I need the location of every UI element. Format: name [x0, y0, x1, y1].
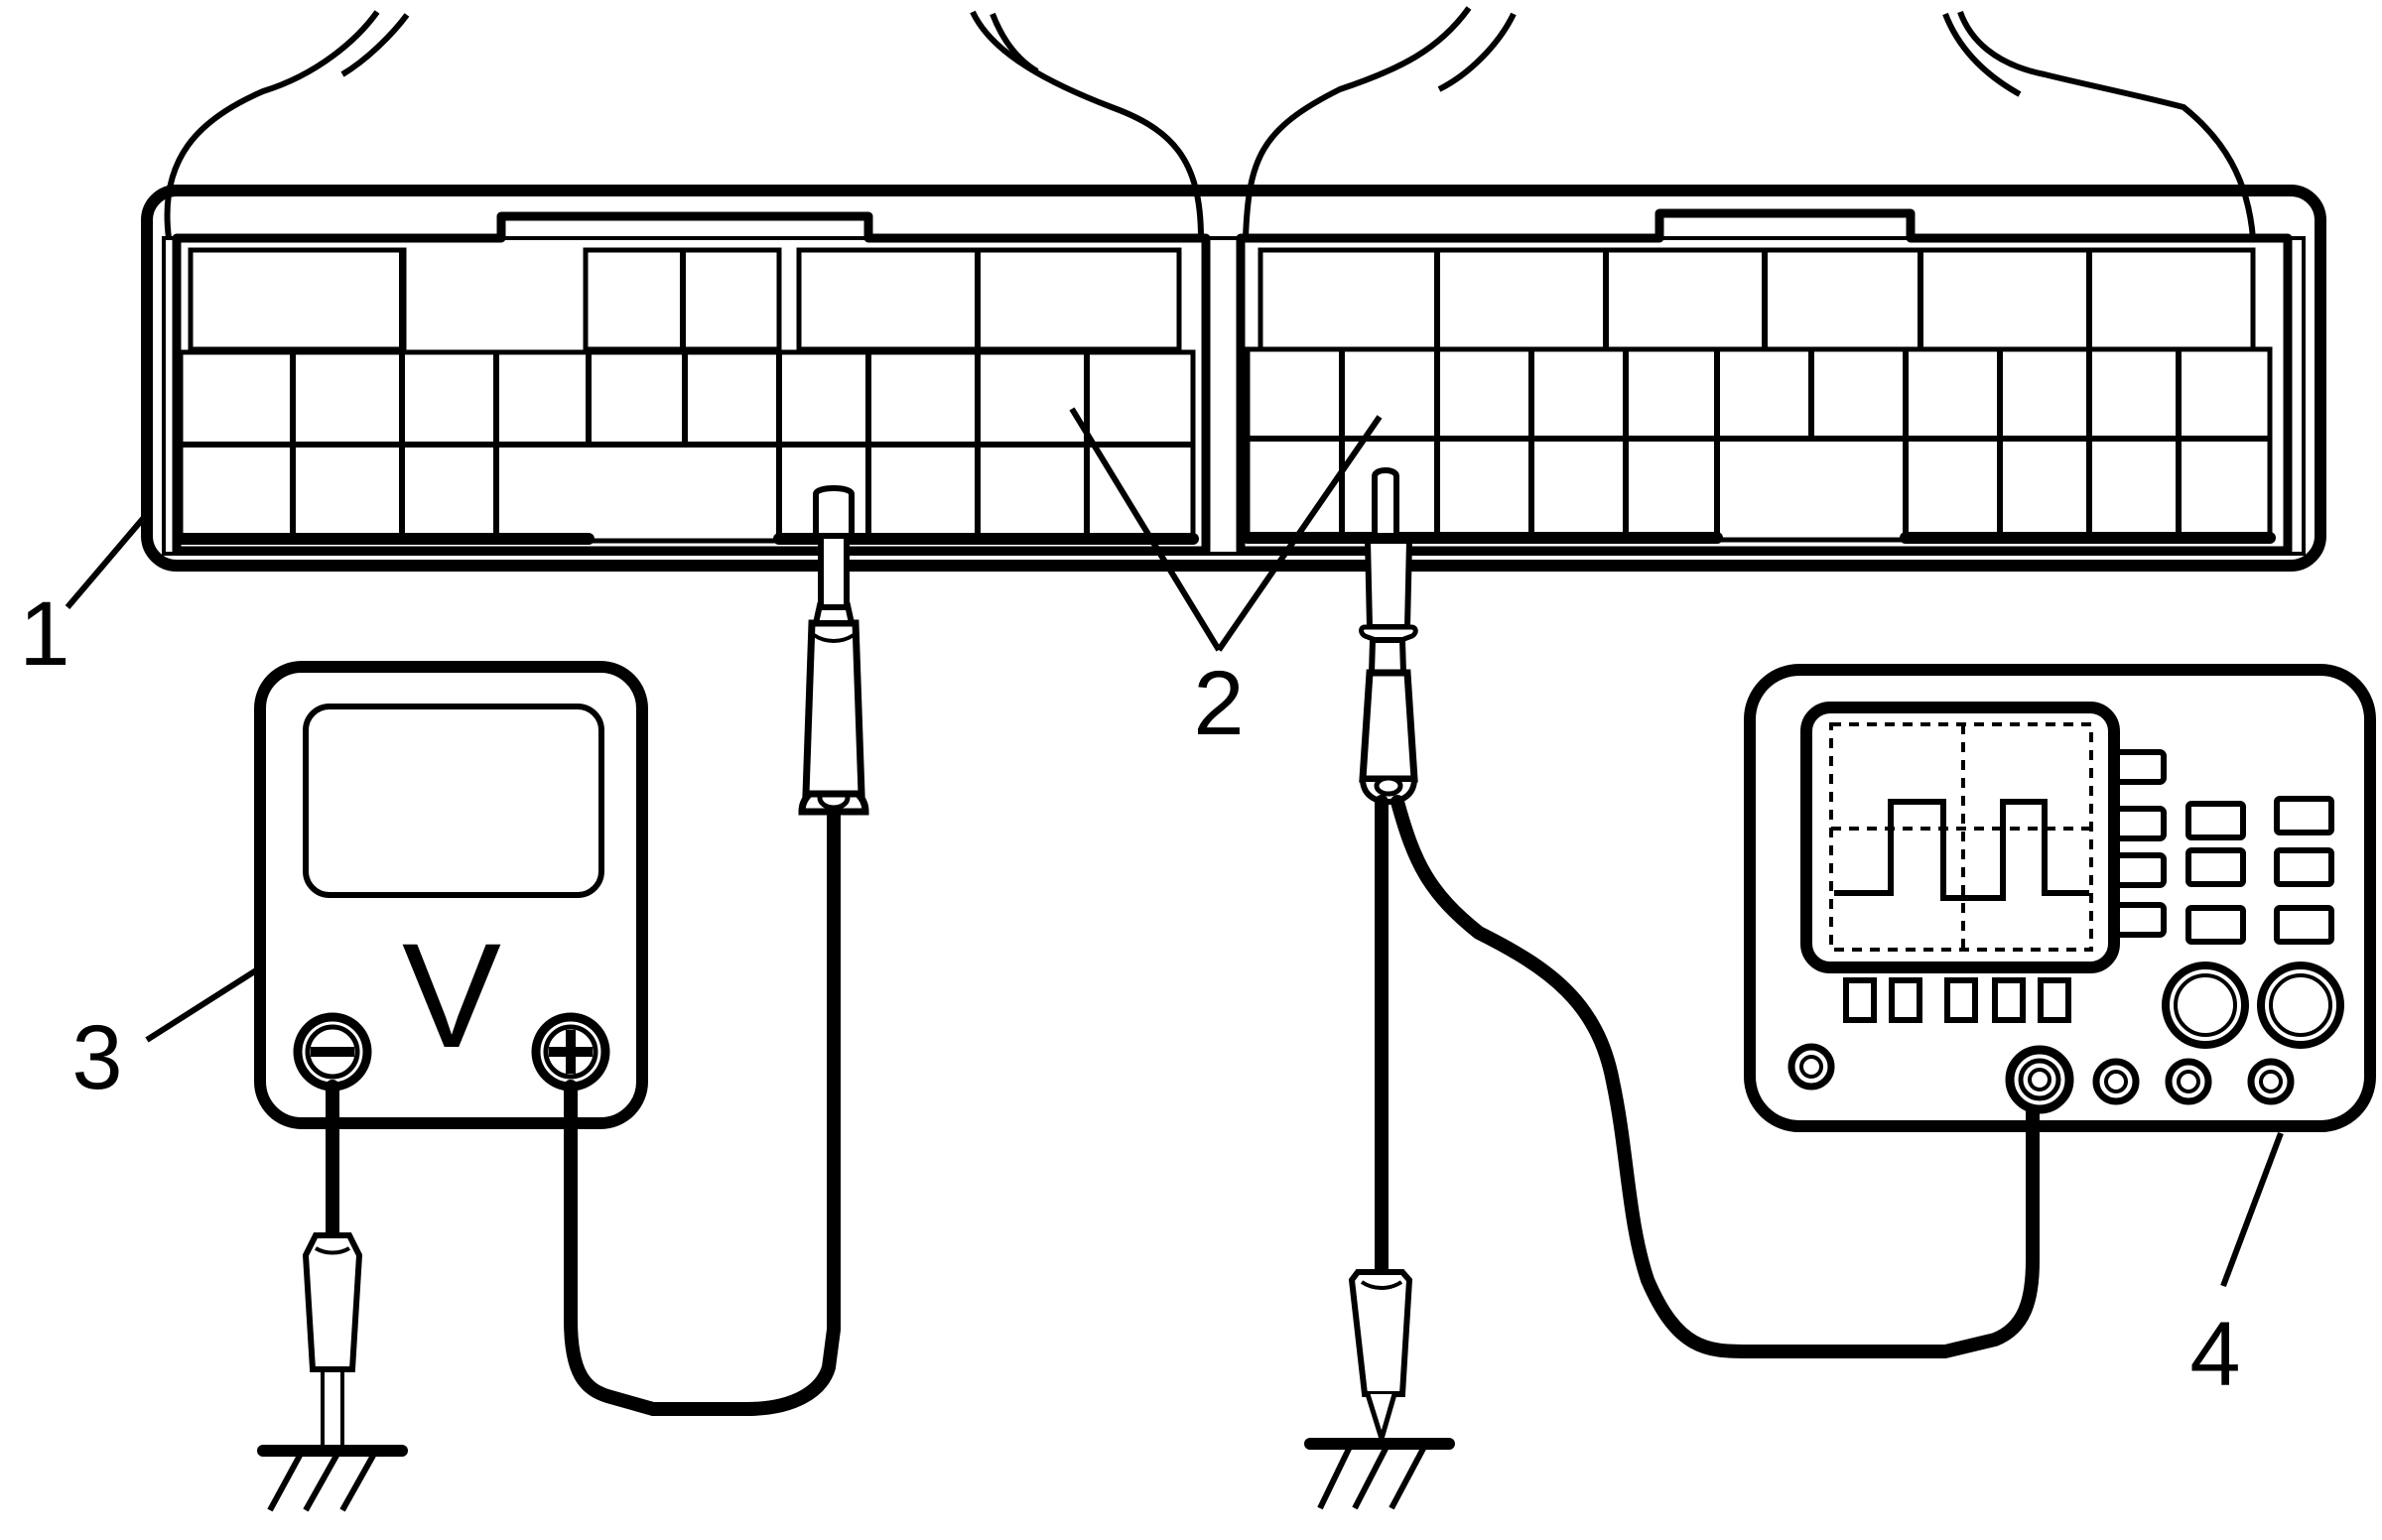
control-buttons	[2185, 796, 2334, 945]
callout-4: 4	[2189, 1304, 2240, 1405]
callout-3: 3	[71, 1007, 122, 1108]
input-jacks	[1787, 1043, 2295, 1114]
left-pin-cells	[175, 247, 1199, 545]
oscilloscope-screen	[1800, 702, 2120, 973]
voltmeter: V	[254, 661, 648, 1129]
oscilloscope-probe	[1304, 467, 2040, 1510]
screen-side-buttons	[2113, 749, 2167, 938]
square-wave-trace	[1834, 799, 2089, 901]
voltmeter-probe-lead	[564, 485, 869, 1416]
voltmeter-ground-lead	[257, 1080, 408, 1512]
positive-terminal-icon	[531, 1012, 610, 1091]
callout-leaders	[65, 407, 2284, 1288]
callout-2: 2	[1193, 653, 1244, 754]
voltmeter-display	[303, 704, 604, 898]
oscilloscope	[1744, 664, 2376, 1132]
screen-bottom-buttons	[1843, 977, 2071, 1023]
right-pin-cells	[1242, 247, 2276, 544]
voltmeter-symbol: V	[402, 912, 501, 1079]
negative-terminal-icon	[293, 1012, 372, 1091]
wire-harness	[164, 6, 2256, 239]
callout-labels: 1 2 3 4	[19, 583, 2240, 1405]
control-knobs	[2162, 962, 2344, 1049]
ecu-connector	[141, 185, 2326, 572]
callout-1: 1	[19, 583, 69, 685]
